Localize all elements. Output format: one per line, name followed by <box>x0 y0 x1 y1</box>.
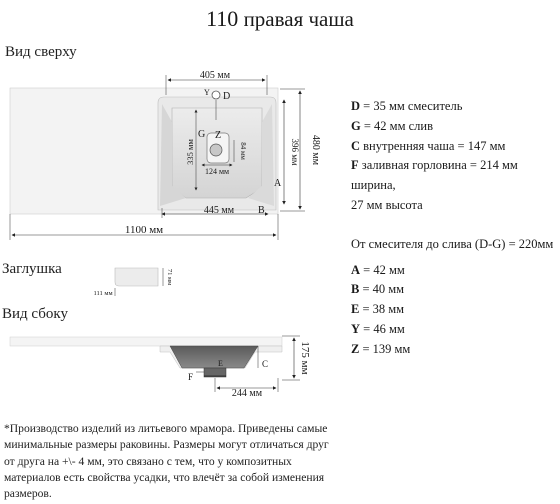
model-number: 110 <box>206 6 239 31</box>
spec-line: 27 мм высота <box>351 197 423 212</box>
label-a: A <box>274 178 282 189</box>
dim-405: 405 мм <box>200 70 231 81</box>
label-g: G <box>198 129 205 140</box>
dim-480: 480 мм <box>310 135 321 166</box>
spec-line: A = 42 мм <box>351 262 405 277</box>
plug-drawing: 71 мм 111 мм <box>93 267 173 297</box>
section-plug: Заглушка <box>2 261 62 277</box>
dim-396: 396 мм <box>290 138 300 165</box>
bowl-side-profile <box>169 345 259 369</box>
label-b: B <box>258 205 265 216</box>
spec-line: B = 40 мм <box>351 282 405 297</box>
spec-line: E = 38 мм <box>351 302 405 317</box>
title-text: правая чаша <box>243 7 354 31</box>
faucet-hole <box>211 90 221 100</box>
spec-line: F заливная горловина = 214 мм <box>351 158 518 173</box>
label-z: Z <box>215 130 221 141</box>
specs-list: D = 35 мм смеситель G = 42 мм слив C вну… <box>351 97 553 360</box>
spec-line: D = 35 мм смеситель <box>351 99 463 113</box>
label-f: F <box>188 372 193 382</box>
dim-124: 124 мм <box>205 167 229 176</box>
spec-line: C внутренняя чаша = 147 мм <box>351 138 506 153</box>
top-view-drawing: 405 мм 480 мм 396 мм 335 мм 84 мм 124 мм… <box>9 70 321 240</box>
label-d: D <box>223 91 230 102</box>
spec-line: Y = 46 мм <box>351 321 405 336</box>
faucet-drain-distance: От смесителя до слива (D-G) = 220мм <box>351 236 554 251</box>
label-y: Y <box>204 88 210 97</box>
drain-hole <box>209 143 223 157</box>
plug-shape <box>114 267 159 287</box>
dim-84: 84 мм <box>239 142 247 160</box>
plug-dim-71: 71 мм <box>166 269 173 285</box>
label-c: C <box>262 359 268 369</box>
footnote: *Производство изделий из литьевого мрамо… <box>4 422 329 501</box>
spec-line: Z = 139 мм <box>351 341 411 356</box>
dim-335: 335 мм <box>185 139 195 165</box>
dim-244: 244 мм <box>232 388 263 399</box>
section-side-view: Вид сбоку <box>2 306 68 322</box>
plug-dim-111: 111 мм <box>93 290 112 297</box>
spec-line: ширина, <box>351 178 396 193</box>
label-e: E <box>218 359 223 368</box>
countertop-side <box>9 336 283 347</box>
side-view-drawing: 175 мм C E F 244 мм <box>9 335 311 399</box>
section-top-view: Вид сверху <box>5 44 77 60</box>
page-title: 110 правая чаша <box>0 6 560 32</box>
dim-175: 175 мм <box>299 341 311 374</box>
dim-445: 445 мм <box>204 205 235 216</box>
spec-line: G = 42 мм слив <box>351 118 433 133</box>
dim-1100: 1100 мм <box>125 224 163 236</box>
drain-neck <box>203 367 227 378</box>
